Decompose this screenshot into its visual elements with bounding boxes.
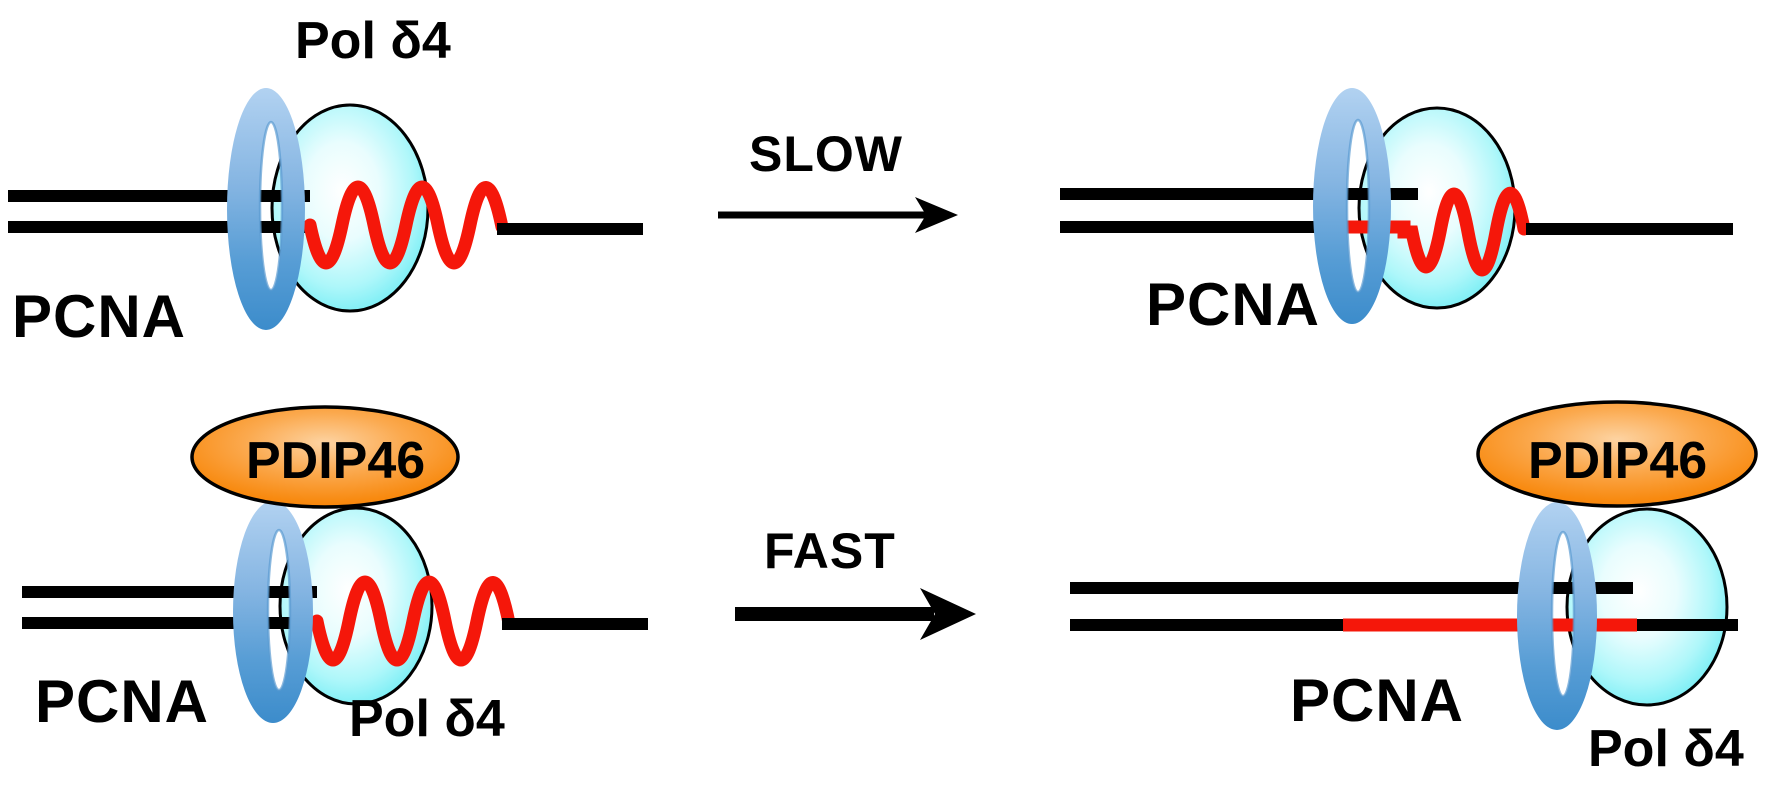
- pcna-label-top-left: PCNA: [12, 283, 187, 350]
- pol-delta4-body: [1565, 507, 1729, 707]
- panel-top-left: [8, 88, 643, 330]
- slow-arrow-head: [915, 197, 958, 233]
- slow-arrow-label: SLOW: [749, 126, 903, 182]
- panel-bottom-right: [1070, 400, 1758, 730]
- pol-delta4-label-bottom-right: Pol δ4: [1588, 720, 1744, 778]
- fast-arrow-head: [920, 588, 976, 640]
- fast-arrow-label: FAST: [764, 523, 896, 579]
- nascent-strand-squiggle: [303, 180, 509, 270]
- pol-delta4-label-bottom-left: Pol δ4: [349, 690, 505, 748]
- pcna-ring: [1517, 502, 1597, 730]
- pol-delta4-label-top-left: Pol δ4: [295, 12, 451, 70]
- pcna-label-bottom-right: PCNA: [1290, 667, 1465, 734]
- slow-arrow: [718, 197, 958, 233]
- pcna-label-top-right: PCNA: [1146, 271, 1321, 338]
- pcna-ring: [227, 88, 305, 330]
- nascent-strand-squiggle: [310, 575, 516, 667]
- pcna-ring-hole-rim: [258, 120, 284, 292]
- pcna-ring: [1313, 88, 1391, 324]
- pcna-ring: [233, 501, 313, 723]
- pcna-ring-hole-rim: [266, 528, 292, 692]
- nascent-strand-short-extension: [1318, 186, 1531, 277]
- pcna-ring-hole-rim: [1550, 530, 1576, 698]
- pdip46-label-bottom-right: PDIP46: [1528, 432, 1708, 490]
- pcna-label-bottom-left: PCNA: [35, 668, 210, 735]
- pdip46-body: [190, 405, 460, 509]
- pdip46-label-bottom-left: PDIP46: [246, 432, 426, 490]
- panel-bottom-left: [22, 405, 648, 723]
- pdip46-body: [1476, 400, 1758, 508]
- fast-arrow: [735, 588, 976, 640]
- panel-top-right: [1060, 88, 1733, 324]
- pcna-ring-hole-rim: [1345, 118, 1371, 294]
